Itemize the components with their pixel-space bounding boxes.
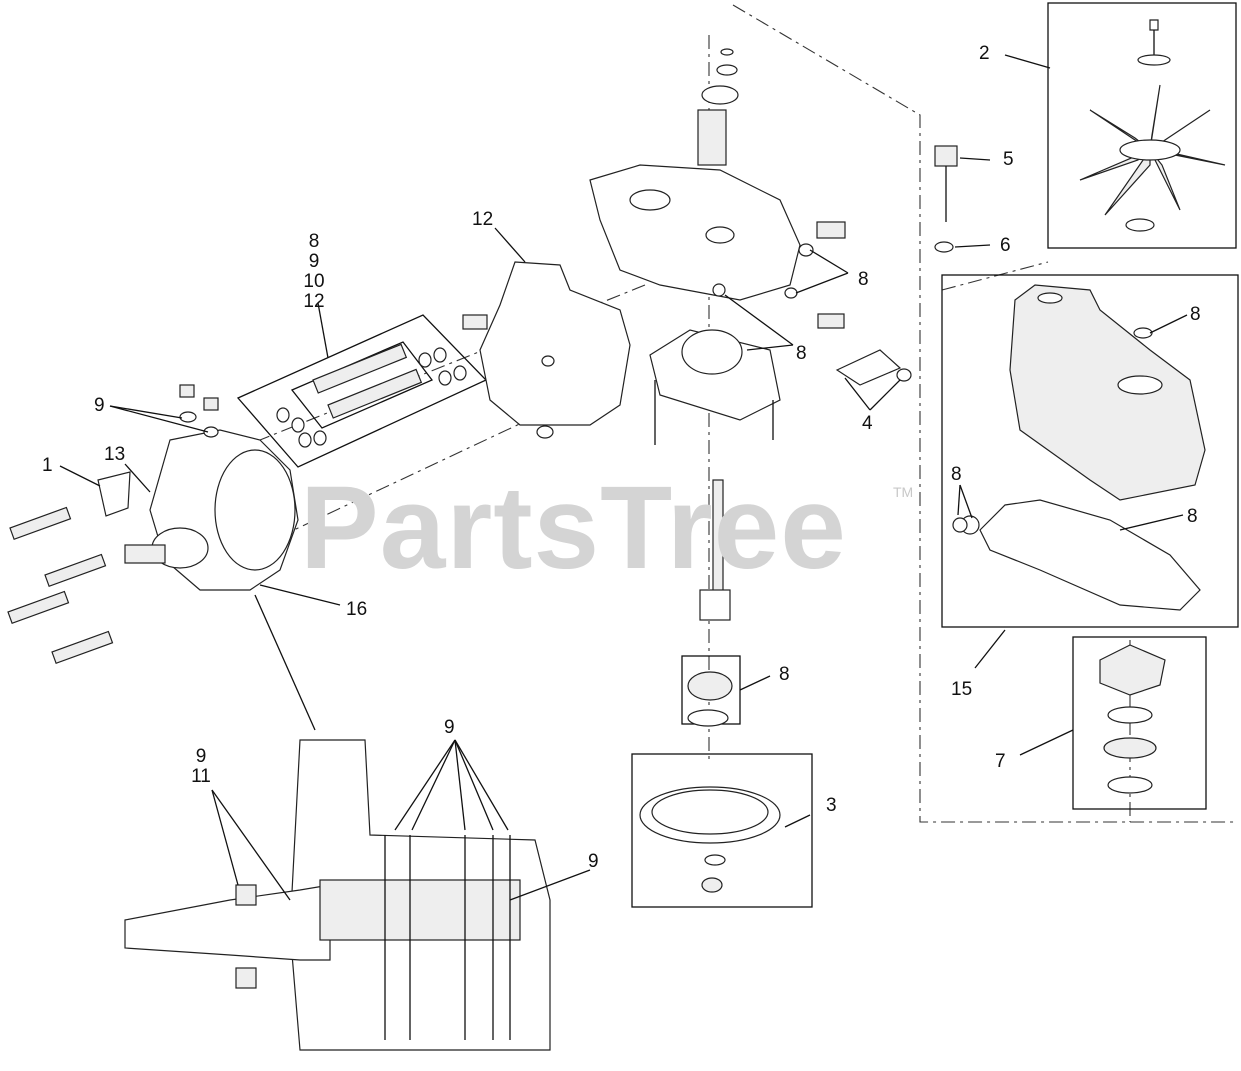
cross-section-view xyxy=(124,739,551,1051)
callout-6: 6 xyxy=(1000,235,1011,256)
callout-15: 15 xyxy=(951,679,973,700)
callout-8-housing-top: 8 xyxy=(1190,304,1201,325)
callout-9-kit: 9 xyxy=(308,251,320,272)
center-block xyxy=(589,48,801,445)
transmission-housing xyxy=(952,284,1206,611)
pulley-box xyxy=(631,753,813,908)
callout-9-section-right: 9 xyxy=(588,851,599,872)
callout-4: 4 xyxy=(862,413,873,434)
callout-9-motor: 9 xyxy=(94,395,105,416)
callout-8-gasket: 8 xyxy=(796,343,807,364)
callout-12-kit: 12 xyxy=(303,291,325,312)
callout-8-kit: 8 xyxy=(308,231,320,252)
callout-8-housing-gasket: 8 xyxy=(1187,506,1198,527)
axle-housing xyxy=(462,261,631,439)
fan-kit-box xyxy=(1047,2,1237,249)
callout-3: 3 xyxy=(826,795,837,816)
input-shaft xyxy=(687,479,733,727)
callout-12: 12 xyxy=(472,209,494,230)
callout-8-fittings: 8 xyxy=(858,269,869,290)
housing-kit-box xyxy=(941,274,1239,628)
fan-blade-assembly xyxy=(1079,19,1226,232)
fill-cap xyxy=(934,145,958,253)
leader-lines xyxy=(59,54,1188,901)
callout-11: 11 xyxy=(191,766,211,787)
callout-9-section-top: 9 xyxy=(444,717,455,738)
fittings xyxy=(712,221,912,386)
pulley xyxy=(639,786,781,893)
thrust-bearing-box xyxy=(1072,636,1207,810)
trademark-symbol: TM xyxy=(893,484,914,500)
bolts xyxy=(7,506,114,665)
callout-2: 2 xyxy=(979,43,990,64)
callout-7: 7 xyxy=(995,751,1006,772)
callout-5: 5 xyxy=(1003,149,1014,170)
callout-13: 13 xyxy=(104,444,126,465)
callout-1: 1 xyxy=(42,455,53,476)
callout-8-bearing: 8 xyxy=(779,664,790,685)
callout-16: 16 xyxy=(346,599,368,620)
partstree-watermark: PartsTree xyxy=(300,462,847,594)
callout-9-section-left: 9 xyxy=(195,746,207,767)
thrust-bearing-set xyxy=(1099,644,1166,794)
seal-kit-parts xyxy=(276,343,467,448)
callout-10-kit: 10 xyxy=(303,271,325,292)
motor-assembly xyxy=(7,384,299,665)
callout-8-seals: 8 xyxy=(951,464,962,485)
